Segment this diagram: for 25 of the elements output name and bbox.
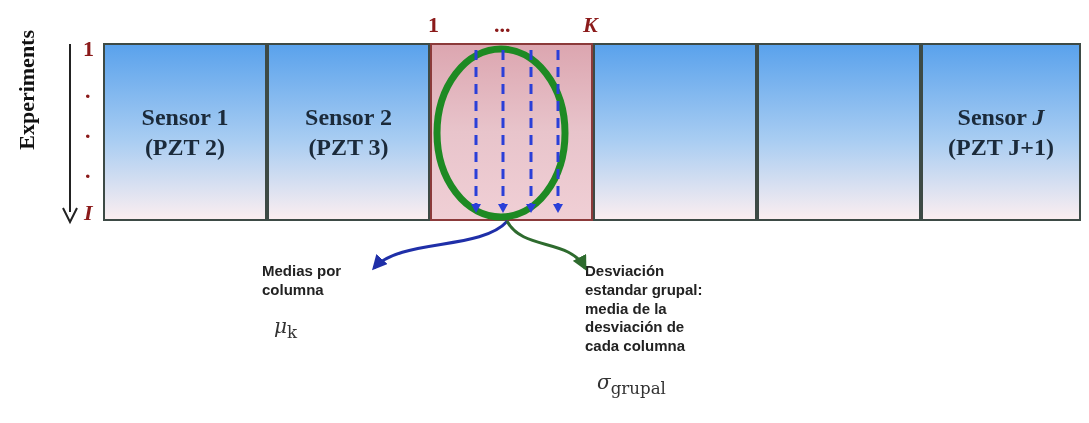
annotation-text: Medias por columna [262,262,343,300]
sensor-label: Sensor 2 (PZT 3) [304,103,393,162]
annotation-text: Desviación estandar grupal: media de la desviación de cada columna [585,262,704,356]
axis-title: Experiments [14,30,40,150]
sensor-column [430,43,593,221]
index-label: K [583,12,598,38]
index-label: ... [494,12,511,38]
arrow [371,219,509,270]
sensor-column [593,43,757,221]
index-label: I [84,200,93,226]
sensor-label: Sensor 1 (PZT 2) [140,103,230,162]
group-ellipse [433,45,569,221]
sensor-column [757,43,921,221]
index-label: 1 [428,12,439,38]
sensor-label: Sensor J (PZT J+1) [947,103,1055,162]
sensor-column [267,43,430,221]
index-label: . [85,78,91,104]
arrow [505,220,587,271]
sensor-column [103,43,267,221]
math-symbol: σ$_{grupal}$ [597,369,667,398]
index-label: 1 [83,36,94,62]
index-label: . [85,118,91,144]
math-symbol: μ$_{k}$ [274,313,299,342]
index-label: . [85,158,91,184]
sensor-column [921,43,1081,221]
